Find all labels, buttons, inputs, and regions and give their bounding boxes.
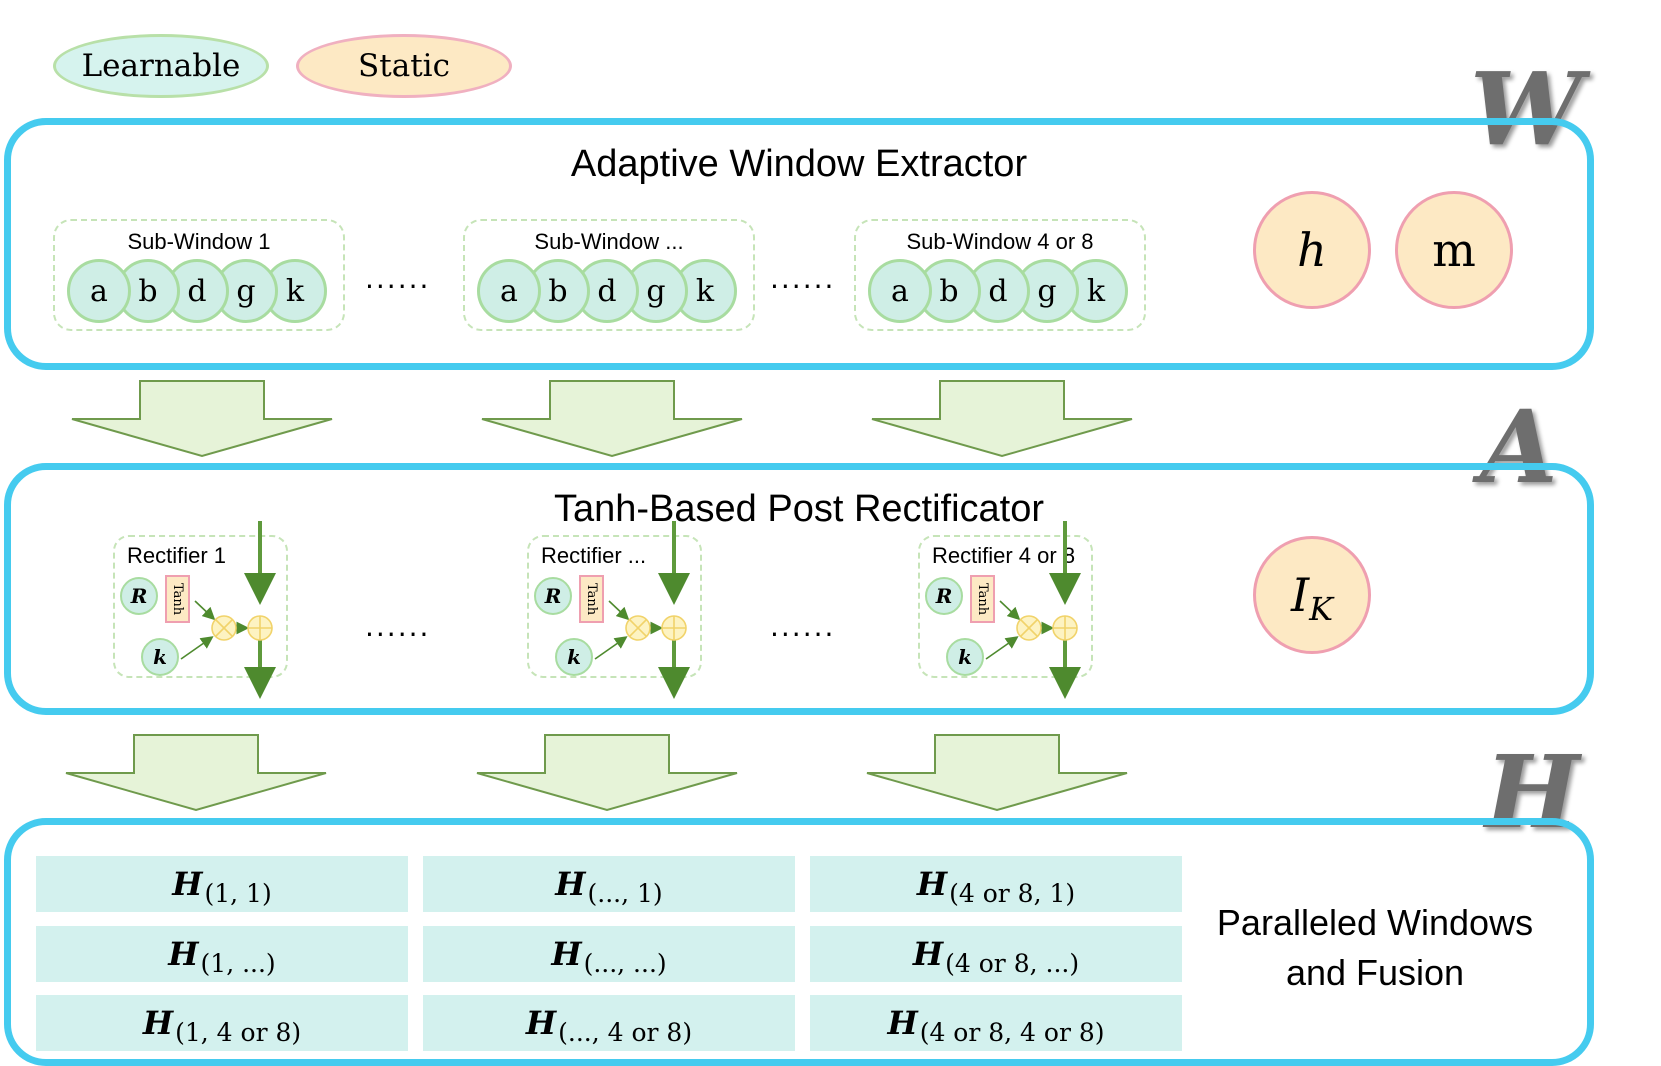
param-k: k [946,638,984,676]
param-k: k [141,638,179,676]
sub-window-label: Sub-Window ... [534,229,684,254]
down-arrow-top-3 [871,380,1133,458]
fusion-panel [4,818,1594,1066]
param-m: m [1395,191,1513,309]
ellipsis-2: ...... [770,262,836,295]
param-a: a [477,259,541,323]
grid-cell: H(..., 1) [423,856,795,912]
h-symbol: H [525,1004,557,1042]
param-ik-main: I [1290,568,1310,622]
rectifier-label: Rectifier 1 [127,543,227,568]
extractor-title: Adaptive Window Extractor [570,143,1028,185]
param-h: h [1253,191,1371,309]
tanh-block: Tanh [165,575,190,623]
param-ik-sub: K [1309,590,1334,628]
grid-cell-index: (1, ...) [200,948,276,978]
param-a: a [868,259,932,323]
grid-cell-index: (1, 4 or 8) [175,1017,302,1047]
grid-cell-index: (..., 4 or 8) [558,1017,693,1047]
grid-cell-index: (4 or 8, ...) [945,948,1080,978]
rectifier-label: Rectifier ... [541,543,647,568]
h-symbol: H [551,935,582,973]
grid-cell: H(1, ...) [36,926,408,982]
h-symbol: H [912,935,944,973]
sub-window-label: Sub-Window 4 or 8 [906,229,1094,254]
h-symbol: H [916,865,948,903]
param-a: a [67,259,131,323]
h-symbol: H [887,1004,918,1042]
grid-cell-index: (..., ...) [583,948,667,978]
sub-window-label: Sub-Window 1 [127,229,271,254]
grid-cell: H(1, 4 or 8) [36,995,408,1051]
grid-cell: H(4 or 8, 1) [810,856,1182,912]
letter-a: A [1480,388,1558,506]
grid-cell-index: (..., 1) [587,878,663,908]
rectificator-panel: Tanh-Based Post Rectificator [4,463,1594,715]
rectifier-diagram [594,521,690,699]
grid-cell: H(..., ...) [423,926,795,982]
k-to-mult [594,636,628,660]
rectifier-label: Rectifier 4 or 8 [932,543,1076,568]
grid-cell: H(4 or 8, 4 or 8) [810,995,1182,1051]
h-symbol: H [172,865,203,903]
extractor-panel: Adaptive Window Extractor [4,118,1594,370]
grid-cell-index: (4 or 8, 1) [949,878,1076,908]
param-r: R [534,577,572,615]
h-symbol: H [168,935,199,973]
ellipsis-3: ...... [365,610,431,643]
down-arrow-bottom-1 [65,734,327,812]
ellipsis-1: ...... [365,262,431,295]
legend-static-label: Static [358,48,450,84]
rectifier-diagram [180,521,276,699]
param-r: R [120,577,158,615]
fusion-label-line1: Paralleled Windows [1216,902,1534,943]
grid-cell: H(1, 1) [36,856,408,912]
fusion-label-line2: and Fusion [1285,952,1465,993]
tanh-to-mult [999,600,1021,621]
grid-cell: H(4 or 8, ...) [810,926,1182,982]
tanh-block: Tanh [579,575,604,623]
tanh-block: Tanh [970,575,995,623]
k-to-mult [985,636,1019,660]
grid-cell-index: (4 or 8, 4 or 8) [919,1017,1105,1047]
ellipsis-4: ...... [770,610,836,643]
legend-static: Static [296,34,512,98]
down-arrow-top-2 [481,380,743,458]
legend-learnable: Learnable [53,34,269,98]
fusion-label: Paralleled Windows and Fusion [1195,898,1555,998]
k-to-mult [180,636,214,660]
grid-cell-index: (1, 1) [204,878,272,908]
down-arrow-top-1 [71,380,333,458]
rectifier-diagram [985,521,1081,699]
param-r: R [925,577,963,615]
down-arrow-bottom-3 [866,734,1128,812]
rectificator-title: Tanh-Based Post Rectificator [553,488,1044,530]
tanh-to-mult [608,600,630,621]
h-symbol: H [142,1004,174,1042]
tanh-to-mult [194,600,216,621]
legend-learnable-label: Learnable [81,48,241,84]
param-g: g [214,259,278,323]
down-arrow-bottom-2 [476,734,738,812]
h-symbol: H [555,865,586,903]
grid-cell: H(..., 4 or 8) [423,995,795,1051]
param-k: k [555,638,593,676]
